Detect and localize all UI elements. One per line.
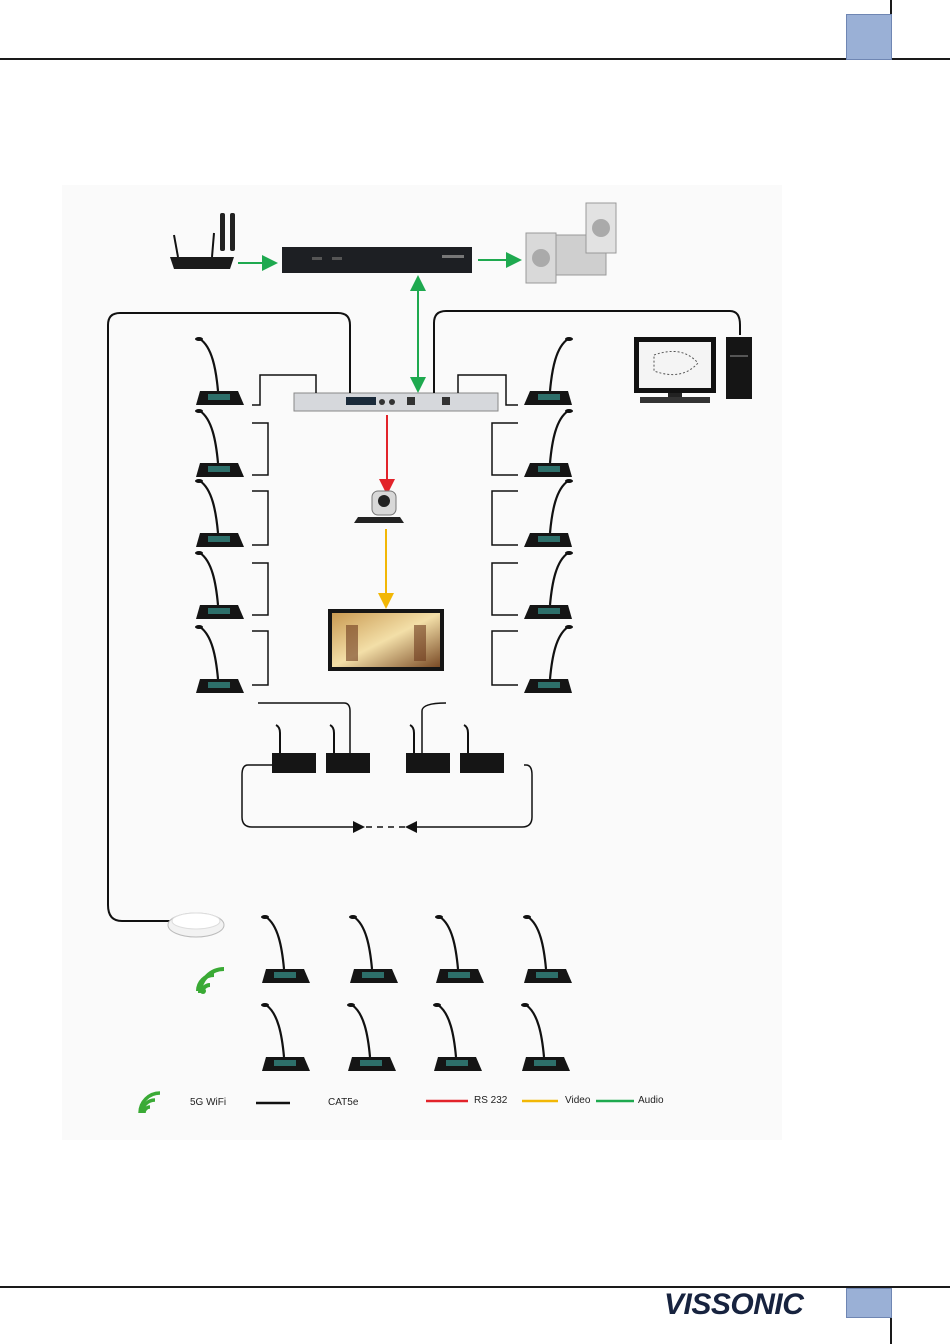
microphone-unit-icon — [261, 915, 310, 983]
wireless-mic-grid — [261, 915, 572, 1071]
legend-wifi-label: 5G WiFi — [190, 1097, 226, 1108]
audio-processor-icon — [282, 247, 472, 273]
legend-rs232-label: RS 232 — [474, 1095, 507, 1106]
bottom-mic-loop — [242, 703, 532, 827]
ptz-camera-icon — [354, 491, 404, 523]
microphone-unit-icon — [524, 337, 573, 405]
microphone-unit-icon — [272, 725, 316, 773]
legend-wifi-icon — [140, 1093, 160, 1113]
system-diagram: 5G WiFi CAT5e RS 232 Video Audio — [62, 185, 782, 1140]
legend-cat5e-label: CAT5e — [328, 1097, 358, 1108]
diagram-canvas — [62, 185, 782, 1140]
computer-icon — [634, 337, 752, 403]
microphone-unit-icon — [521, 1003, 570, 1071]
microphone-unit-icon — [195, 479, 244, 547]
microphone-unit-icon — [524, 479, 573, 547]
wifi-access-point-icon — [168, 913, 224, 937]
wireless-receiver-icon — [170, 213, 235, 269]
microphone-unit-icon — [435, 915, 484, 983]
microphone-unit-icon — [195, 337, 244, 405]
legend-audio-label: Audio — [638, 1095, 664, 1106]
microphone-unit-icon — [326, 725, 370, 773]
microphone-unit-icon — [433, 1003, 482, 1071]
microphone-unit-icon — [460, 725, 504, 773]
microphone-unit-icon — [349, 915, 398, 983]
microphone-unit-icon — [523, 915, 572, 983]
footer-tab — [846, 1288, 892, 1318]
microphone-unit-icon — [524, 409, 573, 477]
legend-video-label: Video — [565, 1095, 590, 1106]
microphone-unit-icon — [195, 551, 244, 619]
speaker-system-icon — [526, 203, 616, 283]
left-mic-chain — [195, 337, 316, 693]
display-screen-icon — [328, 609, 444, 671]
microphone-unit-icon — [347, 1003, 396, 1071]
microphone-unit-icon — [195, 409, 244, 477]
right-mic-chain — [458, 337, 573, 693]
conference-controller-icon — [294, 393, 498, 411]
footer-rule — [0, 1286, 950, 1288]
microphone-unit-icon — [524, 625, 573, 693]
microphone-unit-icon — [406, 725, 450, 773]
microphone-unit-icon — [195, 625, 244, 693]
brand-logo: VISSONIC — [664, 1288, 803, 1322]
header-rule — [0, 58, 950, 60]
header-tab — [846, 14, 892, 60]
microphone-unit-icon — [524, 551, 573, 619]
microphone-unit-icon — [261, 1003, 310, 1071]
